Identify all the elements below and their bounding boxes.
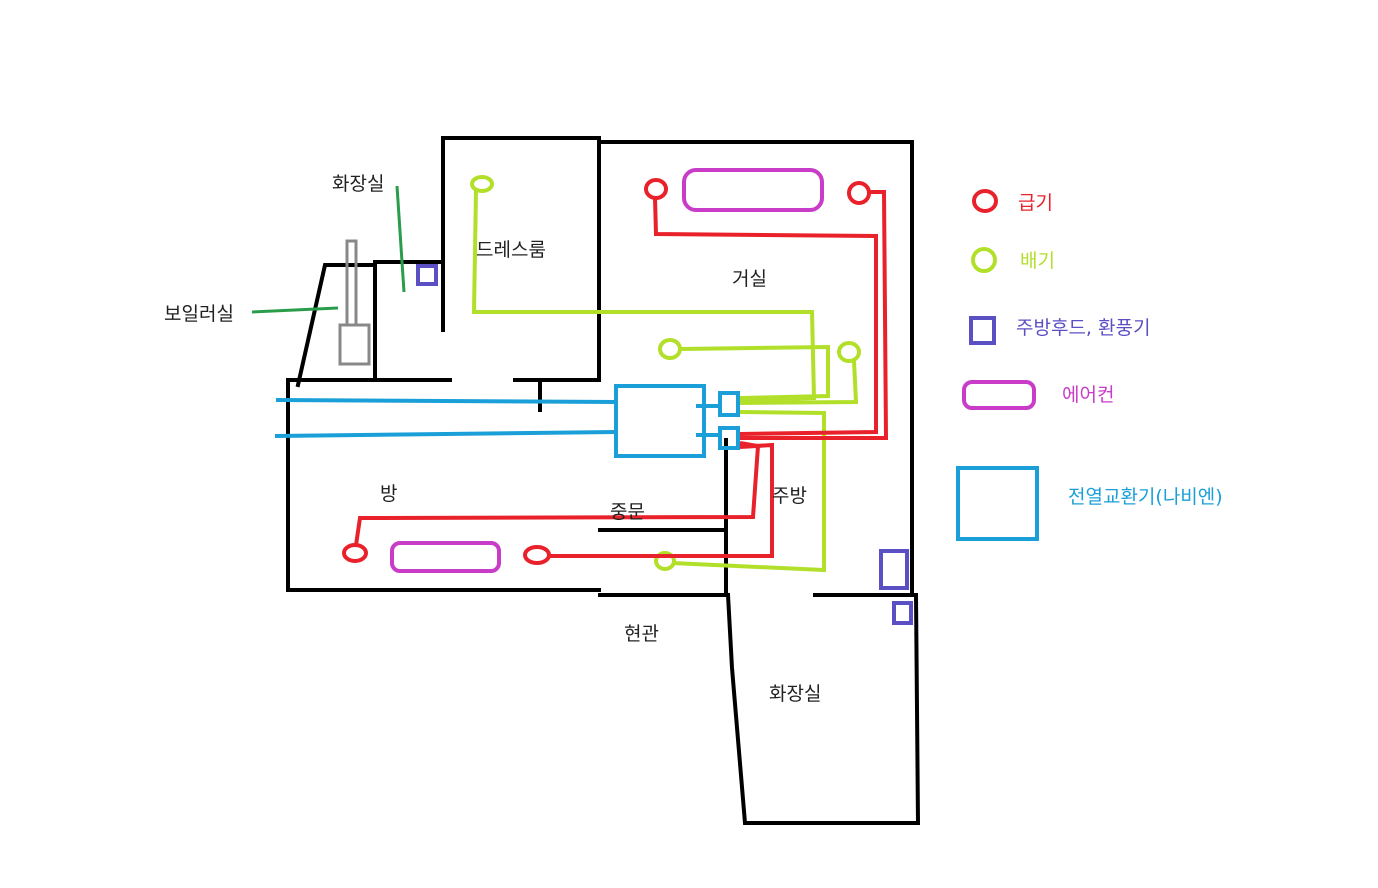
pointer-bathroom xyxy=(395,185,406,293)
aircon-bedroom xyxy=(390,541,501,573)
legend-fan-icon xyxy=(969,316,996,345)
pointer-boiler xyxy=(251,306,339,314)
label-middle-door: 중문 xyxy=(610,501,645,523)
label-bathroom-bottom: 화장실 xyxy=(769,683,821,705)
fan-bottom-bathroom xyxy=(892,601,913,625)
label-boiler-room: 보일러실 xyxy=(164,303,234,325)
legend: 급기 배기 주방후드, 환풍기 에어컨 전열교환기(나비엔) xyxy=(956,189,1223,541)
legend-exhaust-icon xyxy=(971,247,997,273)
exhaust-ducts xyxy=(470,175,861,573)
legend-erv: 전열교환기(나비엔) xyxy=(1068,486,1223,508)
label-dressroom: 드레스룸 xyxy=(476,239,546,261)
label-bedroom: 방 xyxy=(380,483,397,505)
supply-ducts xyxy=(342,178,889,565)
boiler-unit xyxy=(338,239,371,366)
label-bathroom-top: 화장실 xyxy=(332,173,384,195)
walls xyxy=(286,136,921,825)
erv-unit xyxy=(274,384,740,458)
label-kitchen: 주방 xyxy=(772,485,807,507)
legend-aircon: 에어컨 xyxy=(1062,384,1114,406)
legend-exhaust: 배기 xyxy=(1020,250,1055,272)
legend-supply: 급기 xyxy=(1018,192,1053,214)
kitchen-hood xyxy=(879,549,909,590)
aircon-living xyxy=(682,168,824,212)
legend-aircon-icon xyxy=(962,380,1036,410)
legend-erv-icon xyxy=(956,466,1039,541)
legend-hood-fan: 주방후드, 환풍기 xyxy=(1016,317,1150,339)
label-living-room: 거실 xyxy=(732,268,767,290)
fan-top-bathroom xyxy=(416,264,438,286)
label-entrance: 현관 xyxy=(624,623,659,645)
legend-supply-icon xyxy=(972,189,998,213)
